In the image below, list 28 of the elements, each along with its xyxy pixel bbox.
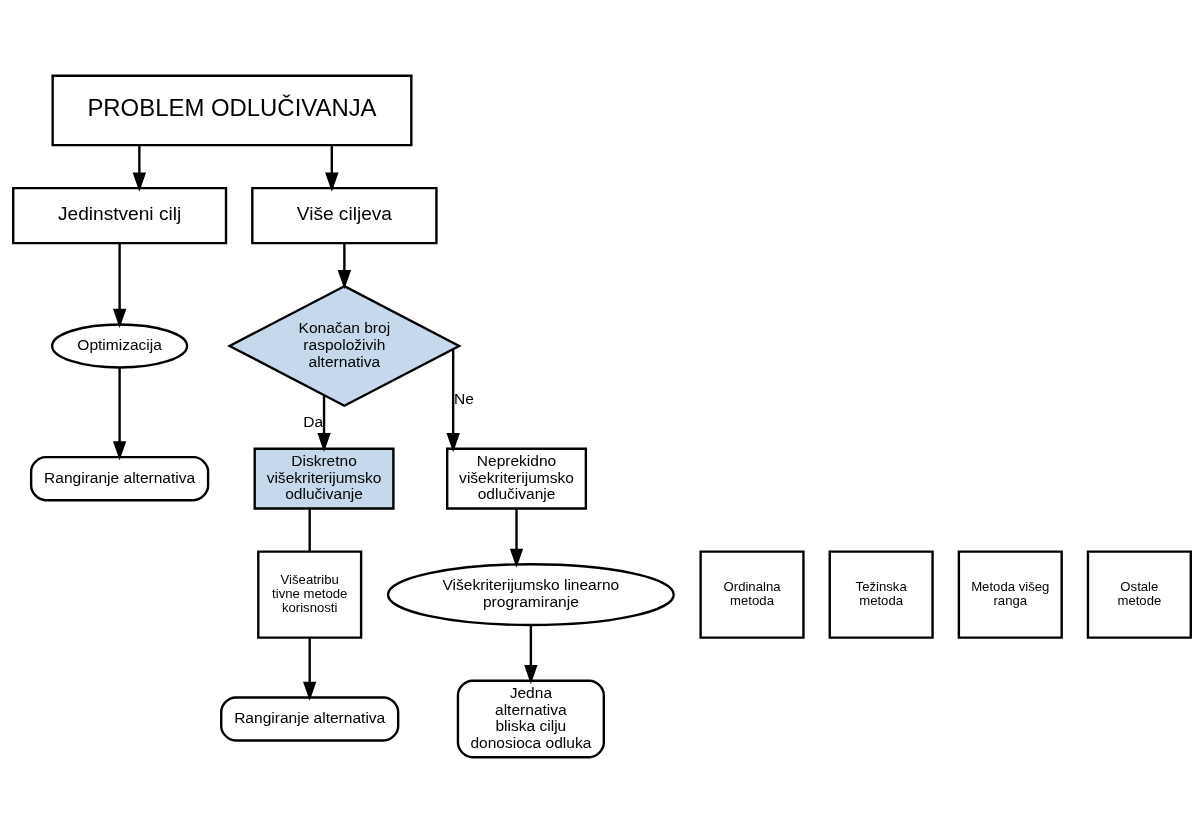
arrow [524, 625, 538, 685]
arrow [325, 145, 339, 192]
arrow [317, 395, 331, 453]
node-box: Rangiranje alternativa [220, 696, 400, 742]
arrow [112, 367, 127, 461]
node-box: Ostale metode [1086, 550, 1192, 639]
arrow [509, 508, 524, 568]
node-ellipse: Optimizacija [50, 323, 189, 369]
arrow [132, 145, 147, 192]
node-box: Rangiranje alternativa [29, 455, 210, 502]
connector [308, 508, 311, 552]
arrow [112, 243, 127, 328]
node-box: Jedna alternativa bliska cilju donosioca odluka [456, 679, 605, 759]
edge-label: Ne [453, 390, 474, 408]
node-box: Neprekidno višekriterijumsko odlučivanje [446, 447, 588, 510]
arrow [337, 243, 352, 290]
node-box: Višeatribu tivne metode korisnosti [257, 550, 363, 639]
node-box: Ordinalna metoda [699, 550, 805, 639]
node-ellipse: Višekriterijumsko linearno programiranje [386, 563, 675, 627]
arrow [446, 349, 460, 453]
node-box: Metoda višeg ranga [957, 550, 1063, 639]
node-box: PROBLEM ODLUČIVANJA [51, 74, 413, 147]
edge-label: Da [303, 413, 324, 431]
node-box: Diskretno višekriterijumsko odlučivanje [253, 447, 395, 510]
node-box: Više ciljeva [251, 186, 438, 245]
arrow [303, 637, 317, 701]
node-box: Jedinstveni cilj [12, 186, 228, 245]
node-box: Težinska metoda [828, 550, 934, 639]
